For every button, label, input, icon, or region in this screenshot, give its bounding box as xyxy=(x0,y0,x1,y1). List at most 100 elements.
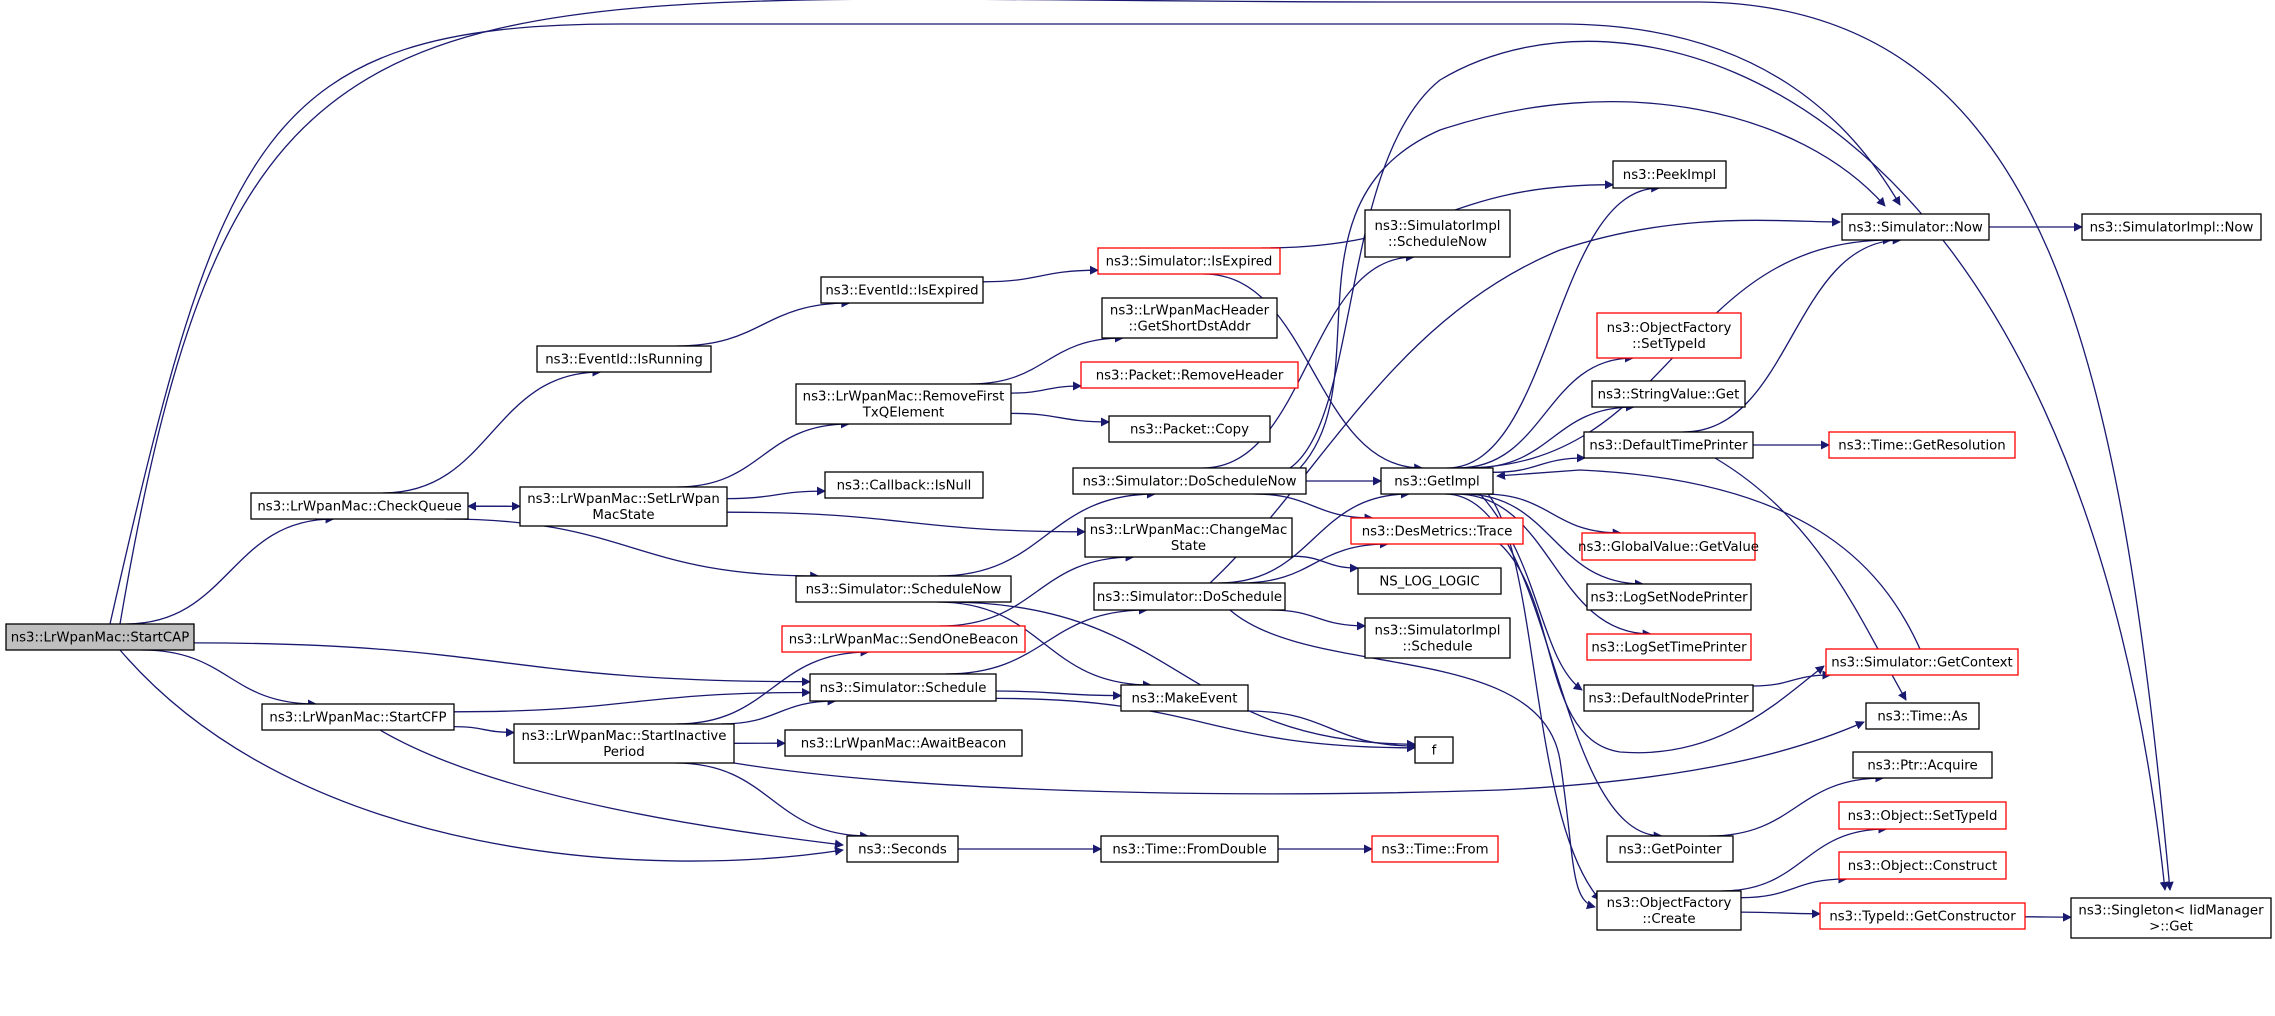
node-implschedulenow[interactable]: ns3::SimulatorImpl::ScheduleNow xyxy=(1364,209,1511,258)
node-box xyxy=(1120,684,1249,712)
node-label: ns3::LogSetNodePrinter xyxy=(1590,591,1748,606)
node-label: ns3::MakeEvent xyxy=(1132,692,1238,707)
edge-setstate-to-isnull xyxy=(726,486,826,500)
node-label: >::Get xyxy=(2149,920,2193,935)
node-box xyxy=(1100,835,1279,863)
node-label: ns3::EventId::IsRunning xyxy=(545,353,703,368)
edge-getimpl-to-getpointer xyxy=(1445,493,1663,841)
node-getshortdst[interactable]: ns3::LrWpanMacHeader::GetShortDstAddr xyxy=(1101,297,1278,339)
node-peekimpl[interactable]: ns3::PeekImpl xyxy=(1612,160,1727,189)
node-objconstruct[interactable]: ns3::Object::Construct xyxy=(1838,851,2007,880)
edge-doschedule-to-objfactcreate xyxy=(1229,609,1596,910)
node-logtimeprinter[interactable]: ns3::LogSetTimePrinter xyxy=(1586,633,1752,661)
node-label: ns3::SimulatorImpl xyxy=(1375,624,1501,639)
node-startcap[interactable]: ns3::LrWpanMac::StartCAP xyxy=(5,623,195,651)
node-label: ns3::StringValue::Get xyxy=(1598,388,1740,403)
node-label: ns3::Simulator::DoScheduleNow xyxy=(1082,475,1296,490)
node-awaitbeacon[interactable]: ns3::LrWpanMac::AwaitBeacon xyxy=(784,729,1023,757)
node-box xyxy=(2081,213,2262,241)
edge-removefirst-to-removeheader xyxy=(1010,381,1082,394)
node-layer: ns3::LrWpanMac::StartCAPns3::LrWpanMac::… xyxy=(5,160,2272,939)
edge-doschedule-to-getimpl xyxy=(1218,489,1410,584)
node-box xyxy=(1612,160,1727,189)
node-doschedule[interactable]: ns3::Simulator::DoSchedule xyxy=(1093,582,1286,611)
node-label: ns3::Time::GetResolution xyxy=(1838,439,2005,454)
node-isexpired[interactable]: ns3::EventId::IsExpired xyxy=(820,276,984,304)
node-objsettypeid[interactable]: ns3::Object::SetTypeId xyxy=(1838,801,2007,830)
node-isnull[interactable]: ns3::Callback::IsNull xyxy=(824,471,984,499)
edge-schedule-to-f xyxy=(995,697,1416,753)
node-label: ns3::LrWpanMac::CheckQueue xyxy=(257,500,461,515)
node-getconstructor[interactable]: ns3::TypeId::GetConstructor xyxy=(1819,902,2026,930)
node-lognodeprinter[interactable]: ns3::LogSetNodePrinter xyxy=(1586,583,1752,611)
node-box xyxy=(1371,835,1499,863)
node-timeas[interactable]: ns3::Time::As xyxy=(1865,702,1980,730)
node-box xyxy=(1084,517,1293,558)
node-simisexpired[interactable]: ns3::Simulator::IsExpired xyxy=(1097,247,1281,275)
node-doschedulenow[interactable]: ns3::Simulator::DoScheduleNow xyxy=(1072,467,1307,495)
node-checkqueue[interactable]: ns3::LrWpanMac::CheckQueue xyxy=(250,492,469,520)
node-box xyxy=(1364,617,1511,659)
node-label: ns3::ObjectFactory xyxy=(1607,896,1732,911)
node-objfactcreate[interactable]: ns3::ObjectFactory::Create xyxy=(1596,890,1742,931)
edge-startinactive-to-seconds xyxy=(675,762,870,841)
node-label: ::GetShortDstAddr xyxy=(1129,320,1251,335)
node-schedule[interactable]: ns3::Simulator::Schedule xyxy=(809,673,997,702)
node-box xyxy=(795,383,1012,425)
node-box xyxy=(1072,467,1307,495)
node-label: ns3::LrWpanMac::RemoveFirst xyxy=(803,390,1005,405)
node-implnow[interactable]: ns3::SimulatorImpl::Now xyxy=(2081,213,2262,241)
node-deftimeprinter[interactable]: ns3::DefaultTimePrinter xyxy=(1583,431,1754,459)
node-label: ns3::DefaultNodePrinter xyxy=(1588,692,1749,707)
node-stringget[interactable]: ns3::StringValue::Get xyxy=(1591,380,1746,408)
node-box xyxy=(1093,582,1286,611)
node-desmetrics[interactable]: ns3::DesMetrics::Trace xyxy=(1350,517,1524,545)
node-label: ns3::DesMetrics::Trace xyxy=(1362,525,1513,540)
node-singleton[interactable]: ns3::Singleton< IidManager>::Get xyxy=(2070,897,2272,939)
edge-objfactcreate-to-getconstructor xyxy=(1740,909,1821,919)
node-nslog[interactable]: NS_LOG_LOGIC xyxy=(1357,567,1502,595)
edge-doschedulenow-to-simnow xyxy=(1299,101,1886,469)
edge-startcap-to-singleton xyxy=(119,0,2174,891)
node-box xyxy=(781,625,1026,653)
node-label: ::Create xyxy=(1642,912,1695,927)
node-ptracquire[interactable]: ns3::Ptr::Acquire xyxy=(1852,751,1993,779)
node-getimpl[interactable]: ns3::GetImpl xyxy=(1380,467,1494,495)
node-timefrom[interactable]: ns3::Time::From xyxy=(1371,835,1499,863)
node-seconds[interactable]: ns3::Seconds xyxy=(846,835,959,863)
node-removeheader[interactable]: ns3::Packet::RemoveHeader xyxy=(1080,361,1299,389)
node-isrunning[interactable]: ns3::EventId::IsRunning xyxy=(536,345,712,373)
node-fromdouble[interactable]: ns3::Time::FromDouble xyxy=(1100,835,1279,863)
edge-doschedulenow-to-singleton xyxy=(1289,40,2169,891)
node-getpointer[interactable]: ns3::GetPointer xyxy=(1606,835,1734,863)
node-box xyxy=(1852,751,1993,779)
node-box xyxy=(1380,467,1494,495)
node-getcontext[interactable]: ns3::Simulator::GetContext xyxy=(1825,648,2019,676)
node-packetcopy[interactable]: ns3::Packet::Copy xyxy=(1108,415,1271,443)
edge-checkqueue-to-schedulenow xyxy=(444,518,820,581)
node-startcfp[interactable]: ns3::LrWpanMac::StartCFP xyxy=(261,703,455,731)
node-box xyxy=(1350,517,1524,545)
node-schedulenow[interactable]: ns3::Simulator::ScheduleNow xyxy=(795,575,1012,603)
node-simnow[interactable]: ns3::Simulator::Now xyxy=(1841,213,1990,241)
edge-sendonebeacon-to-changemac xyxy=(939,552,1135,627)
node-box xyxy=(1101,297,1278,339)
edge-makeevent-to-f xyxy=(1246,710,1416,751)
node-getresolution[interactable]: ns3::Time::GetResolution xyxy=(1828,431,2016,459)
node-label: ns3::Seconds xyxy=(858,843,947,858)
edge-getimpl-to-settypeid xyxy=(1457,353,1634,469)
node-sendonebeacon[interactable]: ns3::LrWpanMac::SendOneBeacon xyxy=(781,625,1026,653)
node-implschedule[interactable]: ns3::SimulatorImpl::Schedule xyxy=(1364,617,1511,659)
node-f[interactable]: f xyxy=(1414,736,1454,764)
node-makeevent[interactable]: ns3::MakeEvent xyxy=(1120,684,1249,712)
edge-changemac-to-nslog xyxy=(1291,555,1359,573)
edge-objfactcreate-to-objsettypeid xyxy=(1720,824,1888,892)
node-globalvalue[interactable]: ns3::GlobalValue::GetValue xyxy=(1578,532,1759,561)
node-defnodeprinter[interactable]: ns3::DefaultNodePrinter xyxy=(1583,684,1754,712)
node-settypeid[interactable]: ns3::ObjectFactory::SetTypeId xyxy=(1596,312,1742,359)
